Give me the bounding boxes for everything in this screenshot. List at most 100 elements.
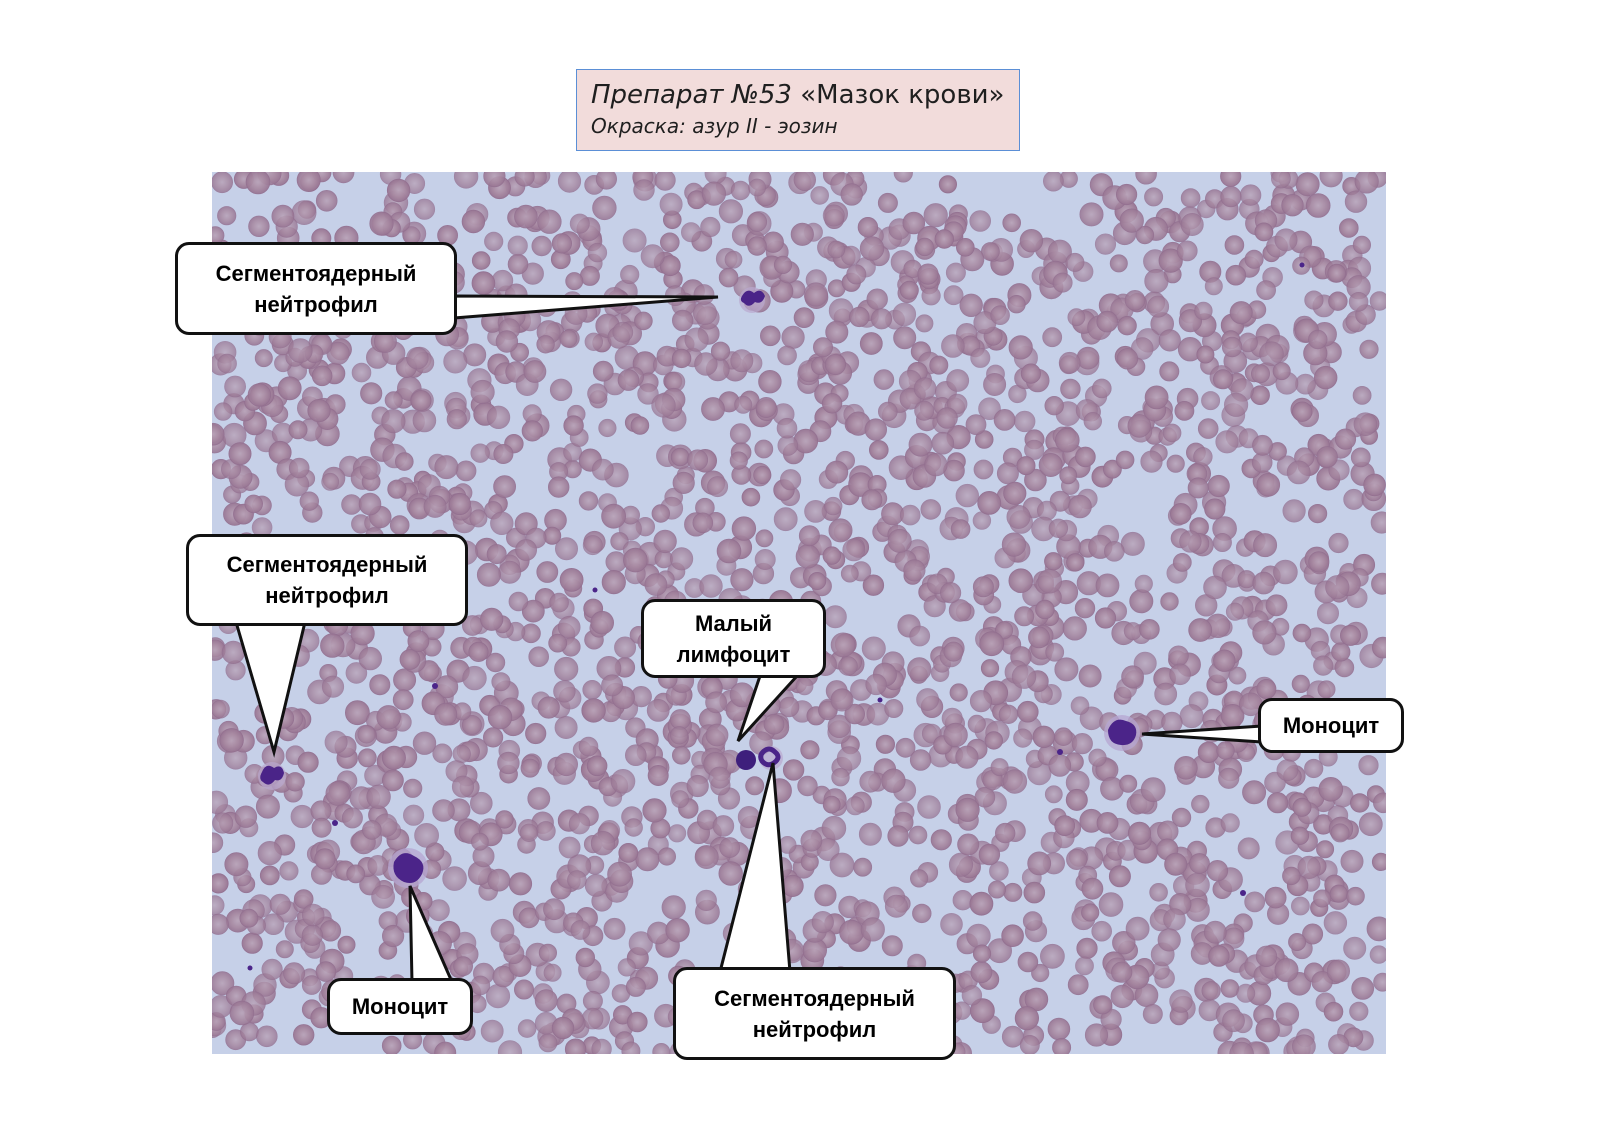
erythrocyte — [315, 190, 338, 212]
erythrocyte — [1103, 459, 1122, 479]
erythrocyte — [1022, 911, 1043, 931]
title-specimen-name: «Мазок крови» — [791, 80, 1005, 110]
erythrocyte — [491, 269, 514, 292]
erythrocyte — [825, 460, 849, 484]
erythrocyte — [825, 320, 849, 344]
erythrocyte — [970, 961, 993, 984]
erythrocyte — [341, 494, 362, 515]
erythrocyte — [1071, 732, 1093, 755]
erythrocyte — [351, 362, 372, 383]
erythrocyte — [1220, 979, 1240, 998]
erythrocyte — [779, 469, 802, 491]
erythrocyte — [972, 576, 994, 598]
erythrocyte — [1267, 792, 1289, 814]
erythrocyte — [1305, 193, 1331, 218]
erythrocyte — [1302, 923, 1324, 945]
erythrocyte — [1135, 172, 1157, 185]
erythrocyte — [731, 516, 757, 541]
erythrocyte — [1017, 700, 1039, 723]
erythrocyte — [939, 582, 962, 604]
erythrocyte — [247, 383, 272, 407]
erythrocyte — [822, 795, 841, 814]
erythrocyte — [672, 309, 694, 332]
erythrocyte — [754, 439, 774, 459]
erythrocyte — [1059, 466, 1078, 485]
erythrocyte — [389, 515, 410, 535]
erythrocyte — [521, 599, 545, 623]
erythrocyte — [358, 646, 383, 671]
erythrocyte — [582, 990, 603, 1011]
erythrocyte — [257, 840, 282, 866]
erythrocyte — [1351, 977, 1375, 1000]
erythrocyte — [659, 192, 683, 216]
erythrocyte — [634, 311, 653, 331]
erythrocyte — [607, 861, 632, 887]
erythrocyte — [1273, 559, 1298, 585]
erythrocyte — [1371, 572, 1386, 595]
label-neutrophil-top-left: Сегментоядерный нейтрофил — [175, 242, 457, 335]
erythrocyte — [469, 509, 488, 528]
erythrocyte — [861, 636, 886, 661]
erythrocyte — [470, 379, 495, 405]
erythrocyte — [1281, 193, 1304, 217]
erythrocyte — [1169, 989, 1193, 1013]
erythrocyte — [551, 1016, 575, 1040]
erythrocyte — [755, 396, 777, 418]
erythrocyte — [1313, 655, 1334, 676]
erythrocyte — [548, 633, 568, 653]
erythrocyte — [1038, 452, 1063, 477]
erythrocyte — [1349, 1001, 1369, 1021]
erythrocyte — [1129, 589, 1154, 614]
erythrocyte — [1203, 920, 1227, 944]
erythrocyte — [213, 402, 233, 421]
erythrocyte — [707, 476, 729, 498]
erythrocyte — [1052, 272, 1073, 293]
erythrocyte — [895, 737, 916, 758]
erythrocyte — [1252, 571, 1275, 595]
erythrocyte — [701, 397, 725, 421]
erythrocyte — [845, 796, 865, 816]
erythrocyte — [1176, 240, 1198, 262]
erythrocyte — [434, 702, 458, 726]
erythrocyte — [921, 286, 941, 306]
erythrocyte — [917, 795, 941, 819]
erythrocyte — [712, 815, 735, 837]
monocyte-cell — [1104, 715, 1140, 751]
erythrocyte — [423, 494, 447, 518]
erythrocyte — [626, 1011, 648, 1033]
erythrocyte — [497, 751, 520, 775]
erythrocyte — [1188, 618, 1213, 642]
erythrocyte — [507, 253, 529, 275]
erythrocyte — [1291, 896, 1310, 916]
erythrocyte — [296, 172, 321, 192]
erythrocyte — [229, 1000, 255, 1026]
erythrocyte — [288, 420, 308, 440]
erythrocyte — [434, 455, 459, 480]
erythrocyte — [1115, 450, 1135, 470]
erythrocyte — [1208, 945, 1230, 967]
erythrocyte — [1328, 291, 1348, 311]
erythrocyte — [902, 211, 926, 235]
erythrocyte — [940, 912, 963, 936]
erythrocyte — [1042, 327, 1063, 348]
erythrocyte — [497, 1040, 523, 1054]
erythrocyte — [1325, 575, 1350, 600]
erythrocyte — [924, 452, 948, 477]
platelets — [247, 262, 1305, 971]
erythrocyte — [1327, 263, 1347, 283]
erythrocyte — [1019, 1035, 1040, 1054]
erythrocyte — [381, 1035, 402, 1054]
erythrocyte — [916, 688, 939, 711]
erythrocyte — [493, 443, 514, 464]
erythrocyte — [1193, 447, 1213, 467]
erythrocyte — [1180, 212, 1204, 236]
erythrocyte — [543, 898, 565, 921]
erythrocyte — [357, 748, 377, 768]
erythrocyte — [840, 564, 859, 583]
erythrocyte — [1140, 450, 1163, 473]
erythrocyte — [1194, 301, 1213, 321]
erythrocyte — [446, 409, 467, 430]
erythrocyte — [989, 861, 1009, 881]
erythrocyte — [625, 976, 646, 997]
erythrocyte — [923, 203, 948, 228]
